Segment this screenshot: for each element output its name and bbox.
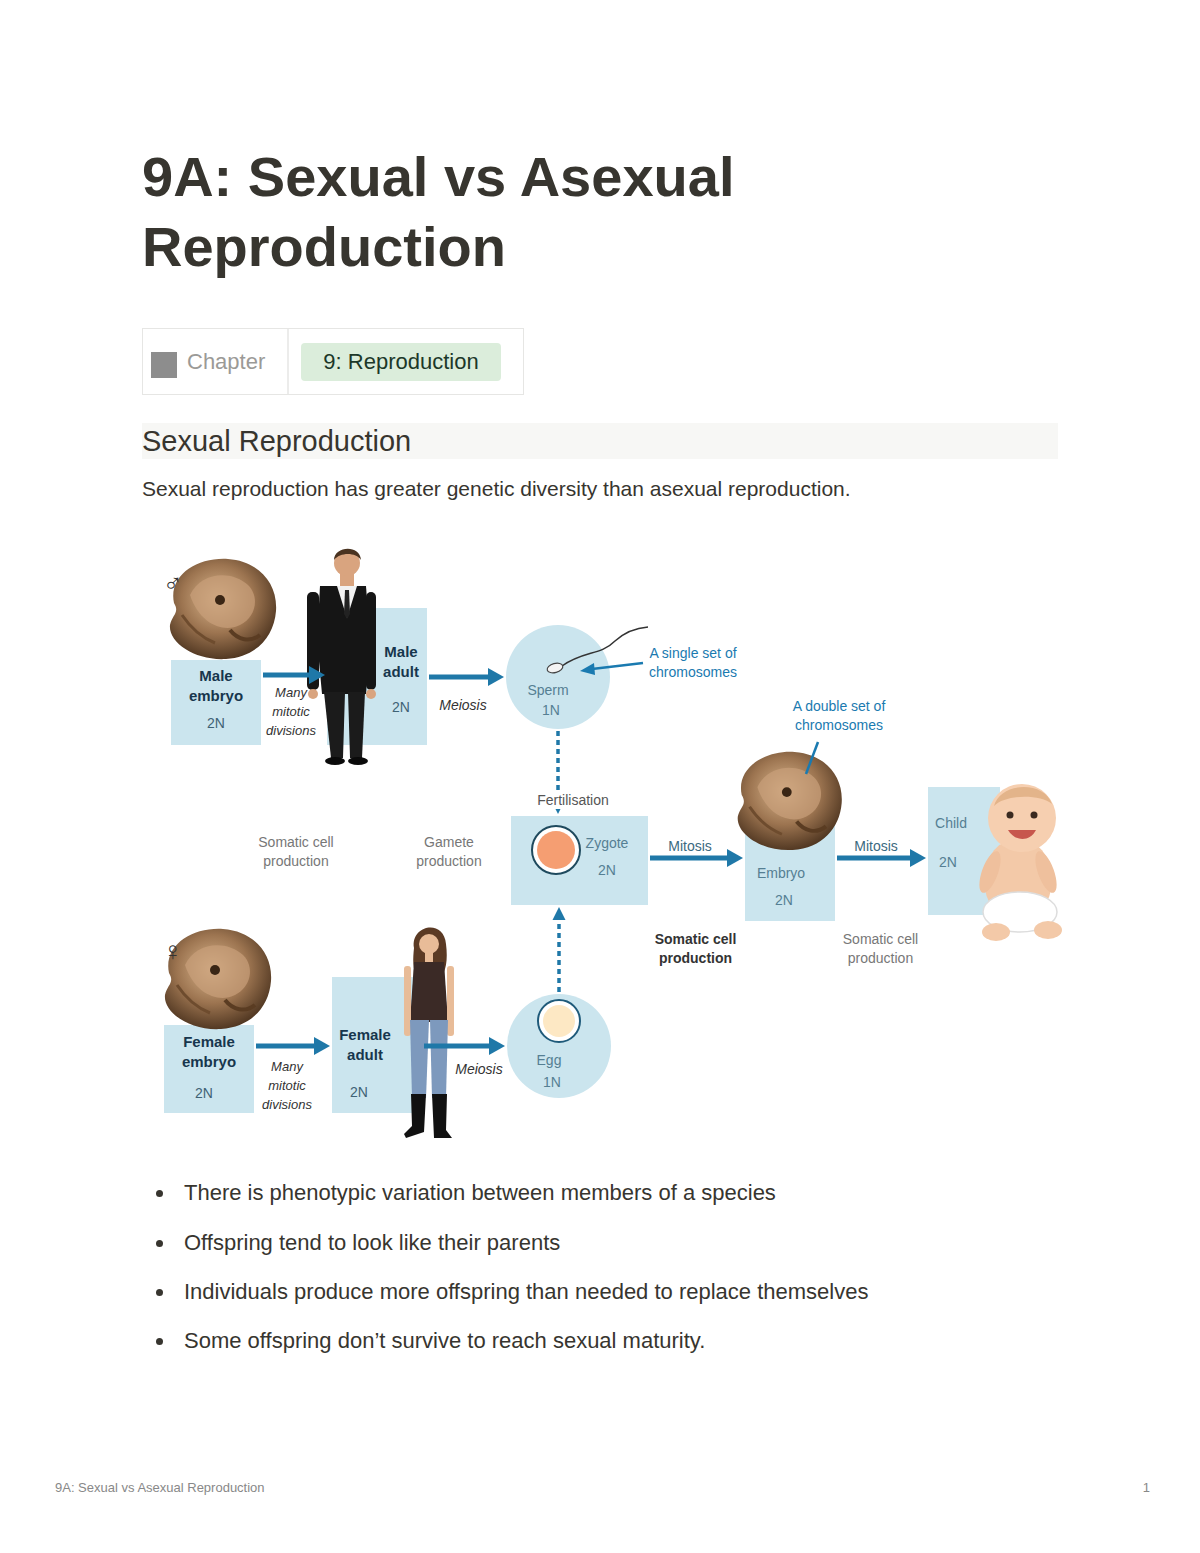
property-row: Chapter 9: Reproduction — [142, 328, 524, 395]
table-divider — [287, 329, 289, 394]
stage-caption: Somatic cell production — [648, 930, 743, 968]
embryo-photo — [738, 752, 842, 850]
arrow-label: Meiosis — [452, 1060, 506, 1078]
ploidy: 2N — [745, 891, 823, 909]
ploidy: 2N — [332, 1083, 386, 1101]
arrow-head — [489, 1037, 505, 1055]
female-adult-figure — [404, 927, 454, 1138]
arrow-shaft — [650, 856, 728, 861]
bullet-text: Some offspring don’t survive to reach se… — [184, 1327, 1144, 1355]
bullet-text: Offspring tend to look like their parent… — [184, 1229, 1144, 1257]
cell-name: Sperm — [506, 681, 590, 699]
ploidy: 2N — [164, 1084, 244, 1102]
arrow-label: Mitosis — [654, 837, 726, 855]
arrow-head — [727, 849, 743, 867]
process-arrow — [263, 666, 325, 684]
page-title: 9A: Sexual vs Asexual Reproduction — [142, 142, 902, 282]
stage-box: Zygote 2N — [511, 816, 648, 905]
ploidy: 1N — [507, 1073, 597, 1091]
stage-name: Male adult — [377, 642, 425, 682]
bullet-text: There is phenotypic variation between me… — [184, 1179, 1144, 1207]
page-number: 1 — [1120, 1480, 1150, 1496]
stage-caption: Somatic cell production — [251, 833, 341, 871]
arrow-head — [309, 666, 325, 684]
arrow-shaft — [256, 1044, 315, 1049]
stage-box: Female embryo 2N — [164, 1025, 254, 1113]
arrow-shaft — [424, 1044, 490, 1049]
bullet-dot — [156, 1289, 163, 1296]
egg-cell — [538, 1000, 580, 1042]
ploidy: 2N — [377, 698, 425, 716]
zygote-nucleus — [537, 831, 575, 869]
bullet-text: Individuals produce more offspring than … — [184, 1278, 1144, 1306]
property-name: Chapter — [187, 349, 287, 375]
intro-text: Sexual reproduction has greater genetic … — [142, 476, 1082, 502]
arrow-head — [910, 849, 926, 867]
stage-box: Male embryo 2N — [171, 660, 261, 745]
arrow-label: Fertilisation — [520, 792, 626, 809]
heading-text: Sexual Reproduction — [142, 424, 1042, 458]
zygote-cell — [532, 826, 580, 874]
arrow-head — [553, 907, 566, 920]
callout-pointer — [806, 742, 818, 774]
footer-text: 9A: Sexual vs Asexual Reproduction — [55, 1480, 555, 1496]
arrow-shaft — [429, 675, 489, 680]
arrow-label: Many mitotic divisions — [260, 683, 322, 740]
section-heading: Sexual Reproduction — [142, 423, 1058, 459]
cell-name: Egg — [507, 1051, 591, 1069]
arrow-label: Meiosis — [437, 696, 489, 714]
process-arrow — [256, 1037, 330, 1055]
gamete-circle: Sperm 1N — [506, 625, 610, 729]
arrow-head — [488, 668, 504, 686]
stage-name: Male embryo — [181, 666, 251, 706]
bullet-dot — [156, 1190, 163, 1197]
embryo-photo — [170, 559, 276, 659]
process-arrow — [424, 1037, 505, 1055]
arrow-label: Mitosis — [840, 837, 912, 855]
tag-text: 9: Reproduction — [301, 349, 501, 375]
chapter-tag: 9: Reproduction — [301, 343, 501, 381]
sex-symbol: ♀ — [163, 936, 193, 966]
callout-text: A single set of chromosomes — [637, 644, 749, 682]
stage-name: Embryo — [745, 864, 817, 882]
arrow-head — [314, 1037, 330, 1055]
stage-name: Female adult — [334, 1025, 396, 1065]
arrow-shaft — [263, 673, 310, 678]
callout-text: A double set of chromosomes — [782, 697, 896, 735]
ploidy: 2N — [171, 714, 261, 732]
process-arrow — [429, 668, 504, 686]
sex-symbol: ♂ — [163, 568, 193, 598]
ploidy: 1N — [506, 701, 596, 719]
arrow-shaft — [837, 856, 911, 861]
stage-name: Female embryo — [169, 1032, 249, 1072]
bullet-dot — [156, 1240, 163, 1247]
bullet-dot — [156, 1338, 163, 1345]
egg-nucleus — [543, 1005, 575, 1037]
ploidy: 2N — [928, 853, 968, 871]
stage-name: Zygote — [577, 834, 637, 852]
stage-caption: Somatic cell production — [833, 930, 928, 968]
process-arrow — [553, 907, 566, 992]
stage-name: Child — [928, 814, 974, 832]
arrow-label: Many mitotic divisions — [256, 1057, 318, 1114]
arrow-shaft — [557, 919, 561, 992]
property-icon — [151, 352, 177, 378]
ploidy: 2N — [577, 861, 637, 879]
stage-caption: Gamete production — [404, 833, 494, 871]
